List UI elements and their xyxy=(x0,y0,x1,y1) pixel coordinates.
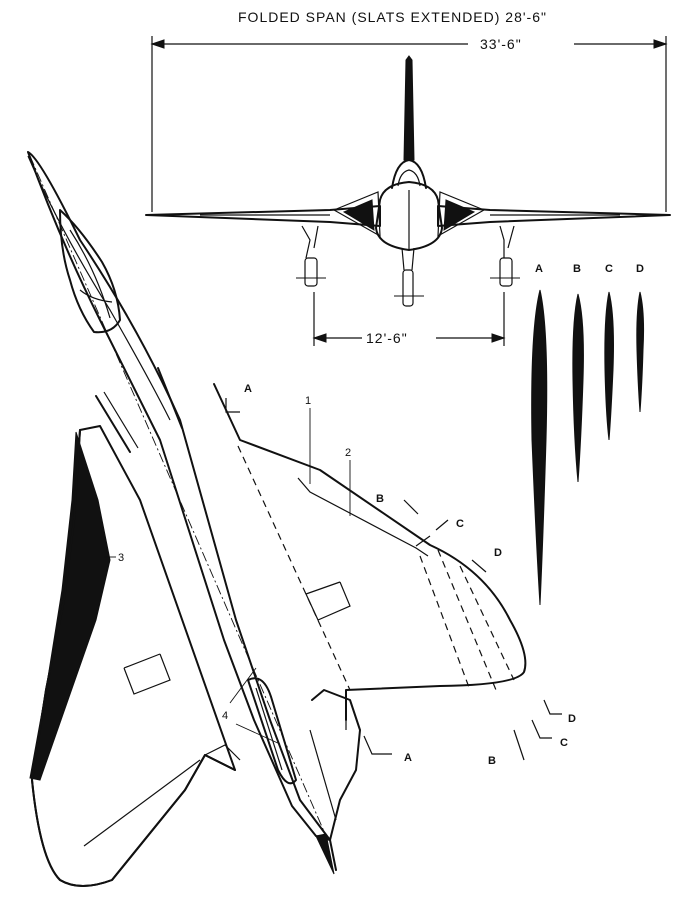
plan-exhaust xyxy=(247,677,297,785)
front-left-gear xyxy=(296,225,326,287)
vertical-fin xyxy=(403,55,415,161)
airfoil-section-d xyxy=(636,291,645,413)
wing-leading-edge-band xyxy=(29,431,111,781)
airfoil-section-c xyxy=(604,291,614,441)
front-view: 33'-6" xyxy=(145,36,671,346)
right-intake xyxy=(443,199,476,231)
span-dimension-line: 33'-6" xyxy=(150,36,668,212)
front-fuselage xyxy=(375,181,443,251)
folded-span-title: FOLDED SPAN (SLATS EXTENDED) 28'-6" xyxy=(238,9,547,25)
front-canopy xyxy=(391,159,427,189)
plan-section-label-c-upper: C xyxy=(456,518,464,530)
section-header-d: D xyxy=(636,263,644,275)
pylon-far-wing xyxy=(305,581,351,621)
plan-section-label-b-upper: B xyxy=(376,493,384,505)
track-dimension-line: 12'-6" xyxy=(312,292,506,346)
plan-section-label-a-upper: A xyxy=(244,383,252,395)
left-intake xyxy=(342,199,375,231)
plan-section-label-a-lower: A xyxy=(404,752,412,764)
span-dimension-label: 33'-6" xyxy=(480,36,522,52)
front-right-gear xyxy=(490,225,520,287)
front-nose-gear xyxy=(394,247,424,307)
leading-edge-slat xyxy=(297,477,429,557)
callout-1: 1 xyxy=(305,395,311,407)
plan-tail xyxy=(311,689,361,871)
airfoil-sections: A B C D xyxy=(531,263,645,606)
section-header-c: C xyxy=(605,263,613,275)
airfoil-section-a xyxy=(531,289,548,606)
callout-4: 4 xyxy=(222,710,228,722)
pylon-near-wing xyxy=(123,653,171,695)
section-header-a: A xyxy=(535,263,543,275)
plan-canopy xyxy=(59,209,121,334)
plan-section-label-d-lower: D xyxy=(568,713,576,725)
front-right-wing xyxy=(437,205,671,227)
track-dimension-label: 12'-6" xyxy=(366,330,408,346)
plan-section-label-d-upper: D xyxy=(494,547,502,559)
plan-far-wing xyxy=(213,383,527,721)
callout-2: 2 xyxy=(345,447,351,459)
callout-3: 3 xyxy=(118,552,124,564)
front-left-wing xyxy=(145,205,381,227)
airfoil-section-b xyxy=(572,293,584,483)
section-header-b: B xyxy=(573,263,581,275)
plan-section-label-c-lower: C xyxy=(560,737,568,749)
plan-section-label-b-lower: B xyxy=(488,755,496,767)
plan-view: A B C D D C A B 1 2 3 4 xyxy=(27,151,576,887)
